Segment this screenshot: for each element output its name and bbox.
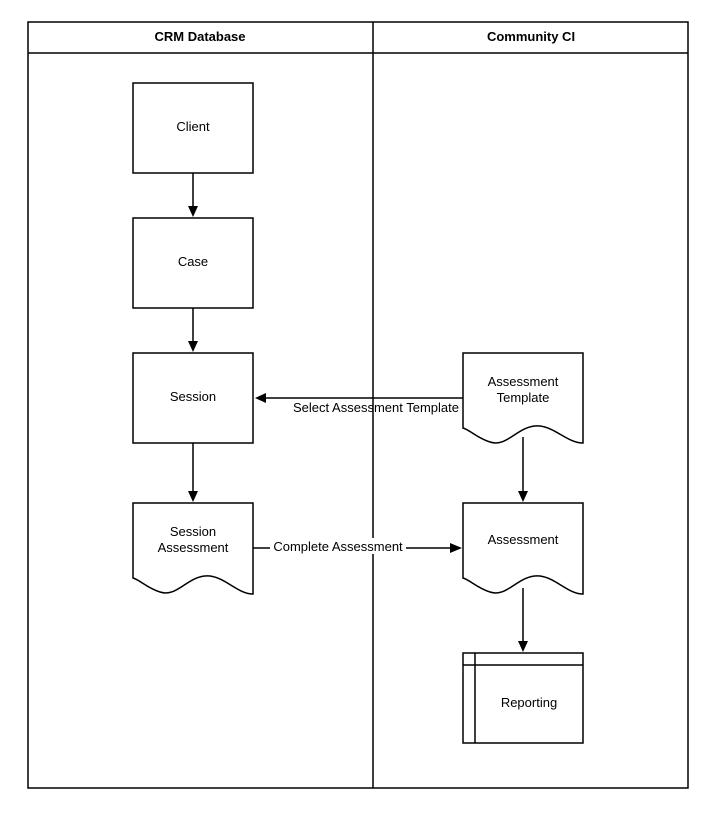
process-box — [132, 352, 254, 444]
edge-case-to-session — [188, 308, 198, 352]
node-label-line-1: Assessment — [488, 374, 559, 389]
node-session[interactable]: Session — [132, 352, 254, 444]
node-assessment-template[interactable]: Assessment Template — [462, 352, 584, 444]
node-label: Case — [178, 254, 208, 269]
arrowhead — [518, 491, 528, 502]
node-label-line-2: Template — [497, 390, 550, 405]
edge-label-background — [270, 538, 406, 554]
edge-session-to-session-assessment — [188, 443, 198, 502]
process-box — [132, 82, 254, 174]
storage-box — [462, 652, 584, 744]
node-label: Session — [170, 389, 216, 404]
edge-template-to-assessment — [518, 437, 528, 502]
node-assessment[interactable]: Assessment — [462, 502, 584, 595]
arrowhead — [255, 393, 266, 403]
edge-template-to-session: Select Assessment Template — [255, 393, 463, 415]
arrowhead — [188, 491, 198, 502]
edge-assessment-to-reporting — [518, 588, 528, 652]
document-shape — [132, 502, 254, 595]
node-label: Client — [176, 119, 210, 134]
arrowhead — [188, 206, 198, 217]
swimlane-frame — [27, 21, 689, 789]
lane-title-community-ci: Community CI — [487, 29, 575, 44]
node-label-line-2: Assessment — [158, 540, 229, 555]
edge-label-select-template: Select Assessment Template — [293, 400, 459, 415]
node-reporting[interactable]: Reporting — [462, 652, 584, 744]
node-label: Reporting — [501, 695, 557, 710]
node-label: Assessment — [488, 532, 559, 547]
edge-session-assessment-to-assessment: Complete Assessment — [253, 538, 462, 554]
document-shape — [462, 502, 584, 595]
edge-client-to-case — [188, 173, 198, 217]
edge-label-complete-assessment: Complete Assessment — [273, 539, 403, 554]
node-label-line-1: Session — [170, 524, 216, 539]
arrowhead — [518, 641, 528, 652]
process-box — [132, 217, 254, 309]
node-case[interactable]: Case — [132, 217, 254, 309]
arrowhead — [188, 341, 198, 352]
document-shape — [462, 352, 584, 444]
lane-title-crm-database: CRM Database — [154, 29, 245, 44]
arrowhead — [450, 543, 462, 553]
node-client[interactable]: Client — [132, 82, 254, 174]
outer-border — [27, 21, 689, 789]
node-session-assessment[interactable]: Session Assessment — [132, 502, 254, 595]
